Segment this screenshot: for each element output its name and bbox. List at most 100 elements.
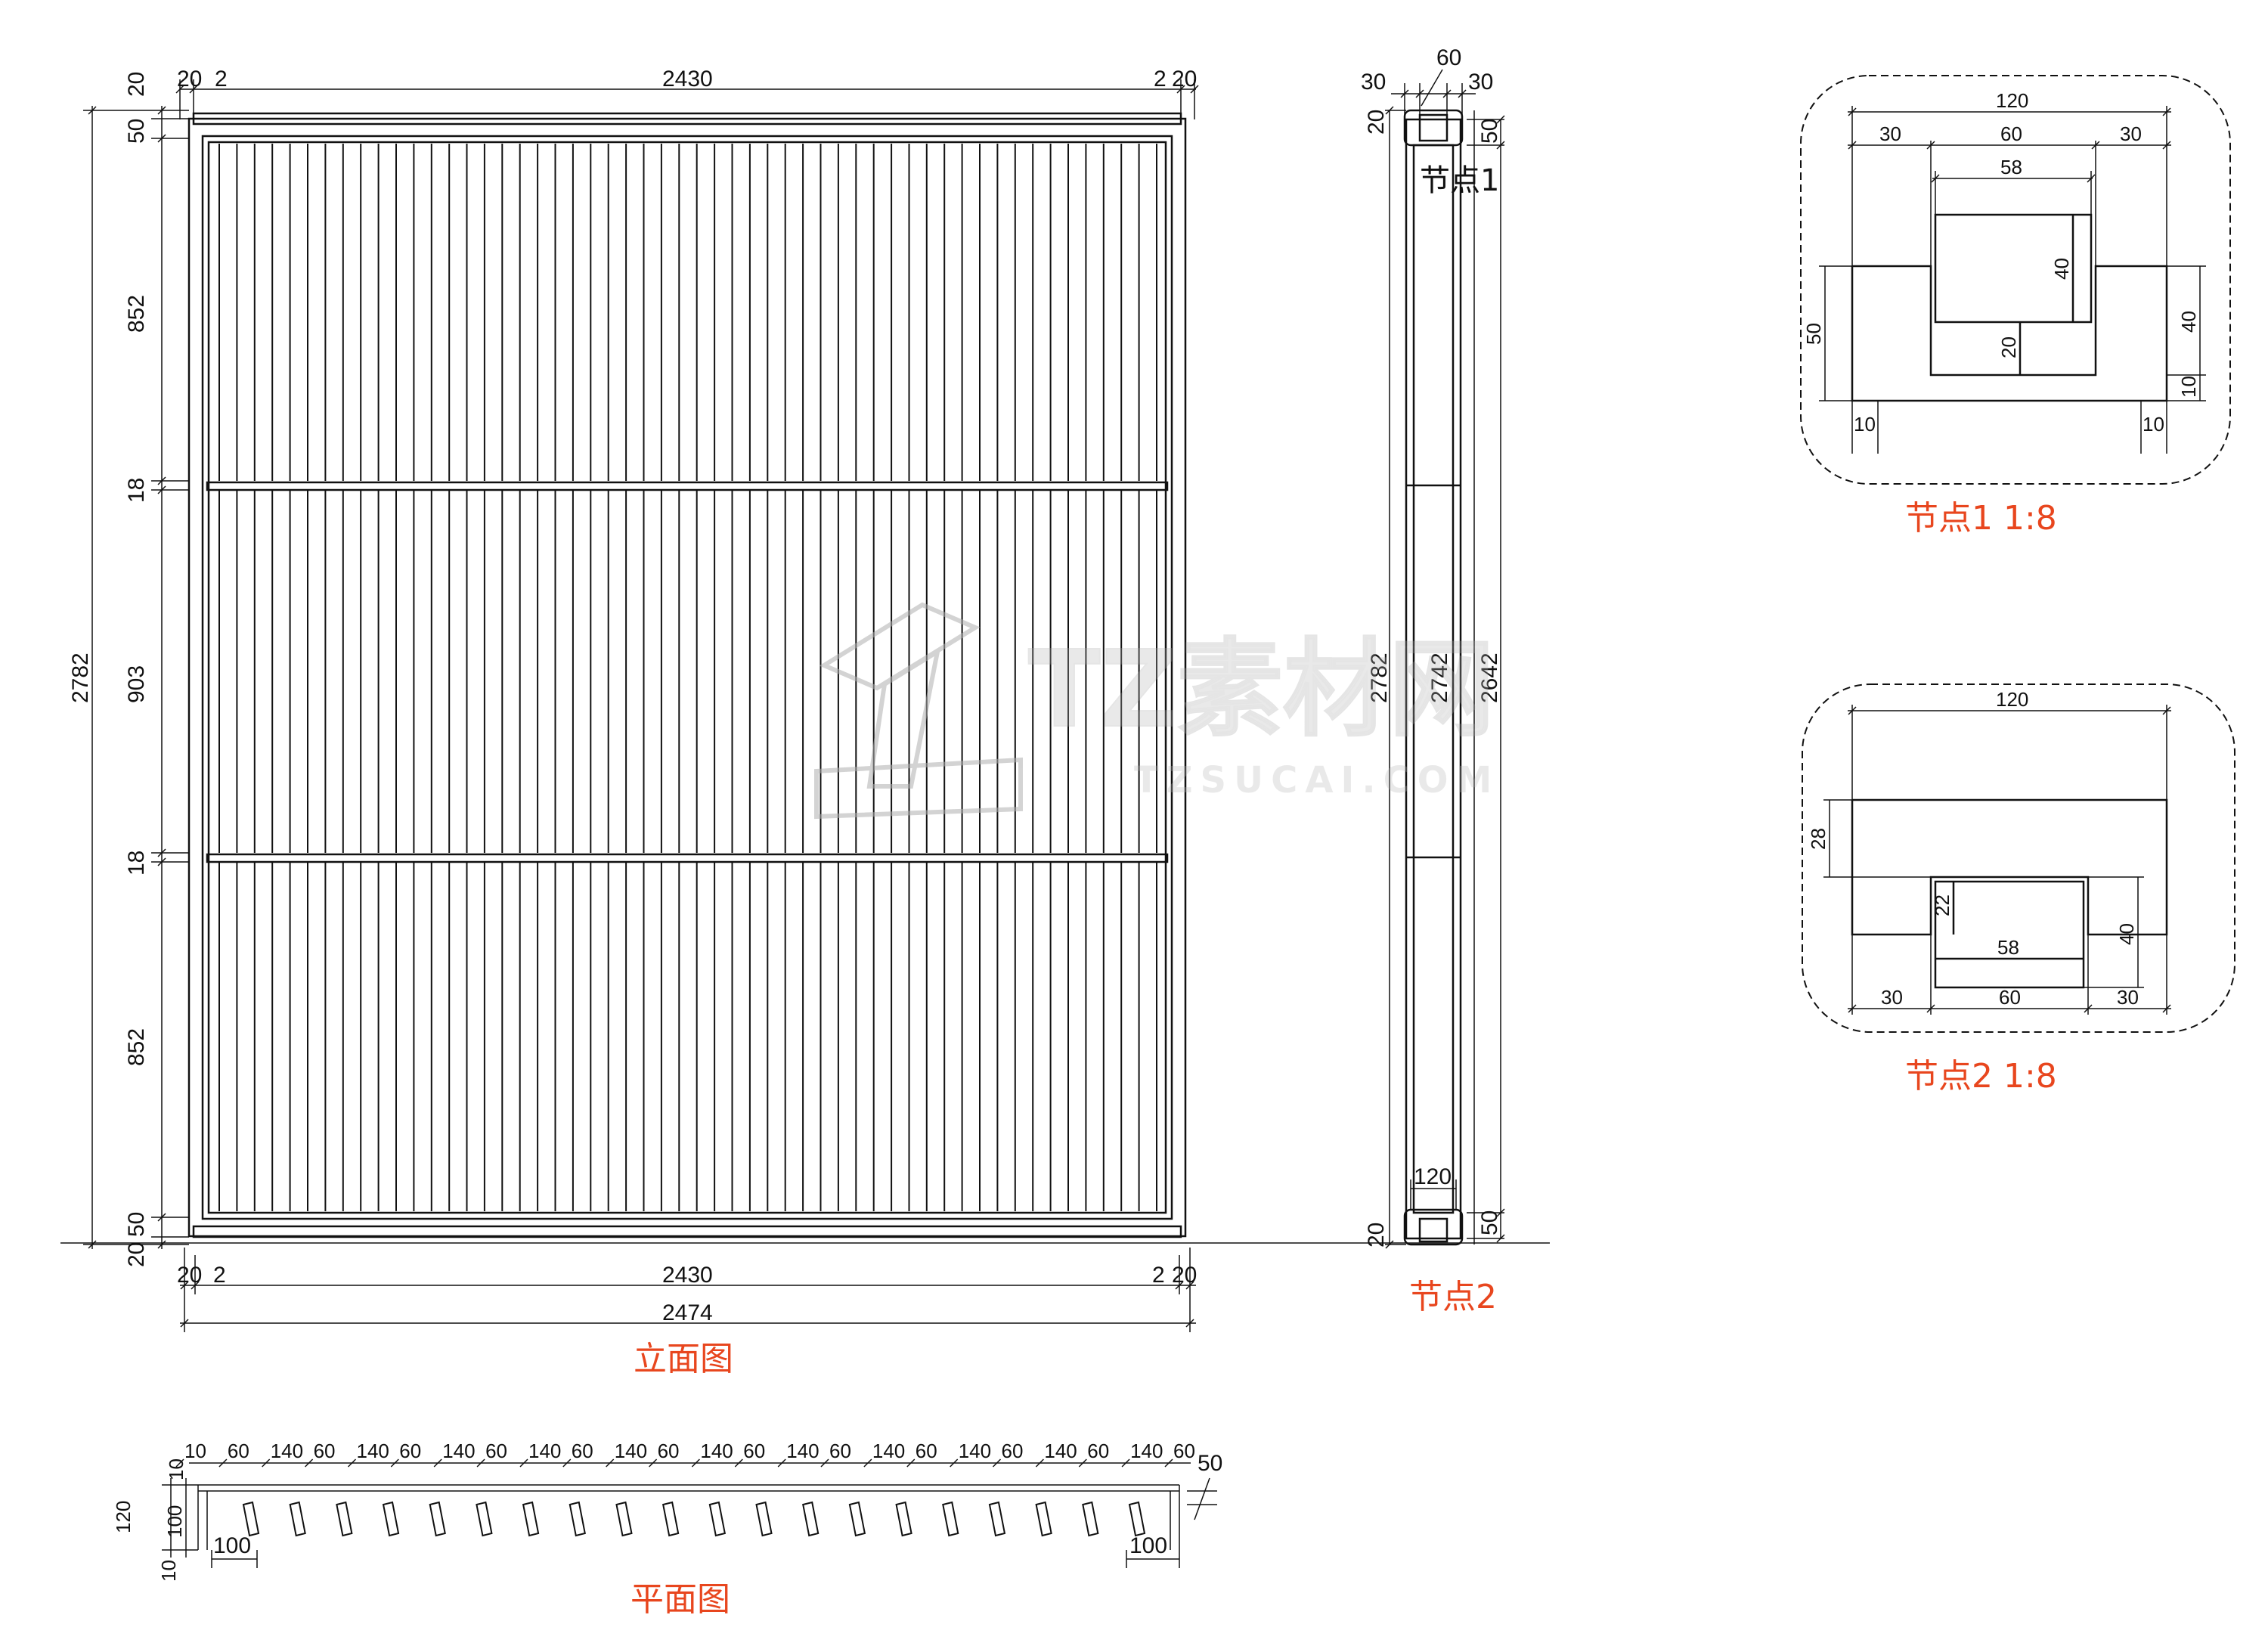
louver-blade: [336, 1501, 353, 1537]
node1-dim-30-left: 30: [1879, 122, 1901, 145]
side-dimensions: [1385, 69, 1505, 1249]
node1-dims: [1819, 106, 2206, 454]
node2-dim-60: 60: [1999, 986, 2021, 1009]
plan-dim-tick: [820, 1458, 829, 1468]
plan-top-dim: 60: [1173, 1440, 1195, 1462]
plan-dim-tick: [562, 1458, 572, 1468]
elev-bot-dim-2430: 2430: [662, 1263, 713, 1288]
louver-blade: [429, 1501, 446, 1537]
elev-left-dim-20-top: 20: [124, 72, 149, 97]
plan-left-dim-120: 120: [112, 1501, 135, 1533]
plan-dim-tick: [476, 1458, 485, 1468]
plan-louvers: [242, 1501, 1146, 1537]
side-top-cap: [1403, 109, 1464, 147]
side-right-dim-20-bottom: 20: [1364, 1223, 1389, 1248]
node2-dim-30-right: 30: [2117, 986, 2139, 1009]
node2-dim-58: 58: [1997, 936, 2019, 959]
plan-top-dim: 140: [528, 1440, 561, 1462]
plan-top-dim: 140: [786, 1440, 819, 1462]
plan-dim-50: 50: [1198, 1451, 1222, 1476]
plan-dim-tick: [777, 1458, 786, 1468]
elev-top-dim-2-left: 2: [215, 67, 228, 91]
plan-dim-tick: [906, 1458, 916, 1468]
plan-top-dim: 140: [959, 1440, 991, 1462]
plan-bottom-dim-100-left: 100: [213, 1533, 251, 1558]
plan-dim-tick: [347, 1458, 357, 1468]
side-top-dim-30-left: 30: [1361, 70, 1386, 95]
node1-detail: 120 30 60 30 58 50 40 20 40 10 10 10 节点1…: [1800, 75, 2231, 538]
watermark-brand: TZ素材网: [1028, 628, 1495, 752]
louver-blade: [662, 1501, 680, 1537]
louver-blade: [1128, 1501, 1146, 1537]
plan-top-dim: 140: [615, 1440, 647, 1462]
elevation-title: 立面图: [634, 1340, 733, 1378]
node1-dim-10-right: 10: [2177, 376, 2200, 398]
elev-left-dim-852-bottom: 852: [124, 1028, 149, 1066]
plan-top-dim: 60: [743, 1440, 765, 1462]
node1-dim-10-foot-left: 10: [1854, 413, 1876, 435]
plan-top-dim: 60: [314, 1440, 336, 1462]
elev-overall-height: 2782: [68, 652, 93, 703]
elevation-bottom-dimension: [180, 1248, 1196, 1332]
elev-left-dim-20-bottom: 20: [124, 1242, 149, 1267]
plan-top-dim: 60: [399, 1440, 421, 1462]
louver-blade: [382, 1501, 400, 1537]
node2-dim-28: 28: [1807, 828, 1830, 850]
plan-left-dim-10-top: 10: [165, 1458, 187, 1480]
plan-dim-tick: [1121, 1458, 1130, 1468]
node1-dim-50: 50: [1802, 323, 1825, 345]
plan-dim-tick: [390, 1458, 399, 1468]
elev-left-dim-50-top: 50: [124, 119, 149, 144]
node2-dim-22: 22: [1931, 894, 1954, 916]
elevation-left-dimension: [83, 106, 189, 1249]
elev-left-dim-18-bottom: 18: [124, 851, 149, 876]
side-node2-label: 节点2: [1409, 1278, 1497, 1316]
plan-top-dim: 60: [658, 1440, 680, 1462]
plan-dim-tick: [175, 1458, 184, 1468]
elev-top-dim-2430: 2430: [662, 67, 713, 91]
plan-top-dim: 60: [916, 1440, 937, 1462]
node1-dim-20: 20: [1997, 336, 2020, 358]
vertical-bars: [218, 144, 1157, 1211]
node1-dim-10-foot-right: 10: [2143, 413, 2164, 435]
watermark-url: TZSUCAI.COM: [1134, 759, 1499, 801]
side-right-dim-50-top: 50: [1477, 119, 1502, 144]
plan-dim-tick: [262, 1458, 271, 1468]
plan-top-dim: 140: [357, 1440, 389, 1462]
side-vert-dim-2782: 2782: [1367, 652, 1392, 703]
side-vert-dim-2742: 2742: [1427, 652, 1452, 703]
node2-dim-120: 120: [1996, 688, 2028, 711]
side-width-dim-120: 120: [1414, 1164, 1452, 1189]
plan-dim-tick: [1035, 1458, 1044, 1468]
elev-left-dim-903: 903: [124, 665, 149, 703]
plan-dim-tick: [305, 1458, 314, 1468]
plan-dim-tick: [863, 1458, 872, 1468]
side-right-dim-50-bottom: 50: [1477, 1210, 1502, 1235]
plan-dim-tick: [649, 1458, 658, 1468]
louver-blade: [802, 1501, 820, 1537]
node1-callout: [1800, 75, 2231, 485]
transom-2: [206, 853, 1169, 863]
elev-overall-width: 2474: [662, 1300, 713, 1325]
elev-bot-dim-20-left: 20: [177, 1263, 202, 1288]
plan-dim-tick: [691, 1458, 700, 1468]
side-top-dim-60: 60: [1436, 45, 1461, 70]
louver-blade: [848, 1501, 866, 1537]
plan-title: 平面图: [631, 1580, 730, 1619]
watermark-logo-icon: [814, 602, 1023, 820]
louver-blade: [755, 1501, 773, 1537]
node2-profile: [1851, 798, 2168, 989]
louver-blade: [615, 1501, 633, 1537]
inner-frame-2: [207, 141, 1167, 1214]
node2-dim-40: 40: [2115, 923, 2138, 945]
plan-top-dim: 140: [271, 1440, 303, 1462]
plan-frame: [162, 1462, 1217, 1568]
side-bottom-cap: [1403, 1208, 1464, 1246]
elevation-top-dimension: [175, 79, 1199, 119]
elev-left-dim-18-top: 18: [124, 478, 149, 503]
elev-top-dim-2-right: 2: [1154, 67, 1167, 91]
plan-left-dim-100: 100: [163, 1505, 186, 1538]
